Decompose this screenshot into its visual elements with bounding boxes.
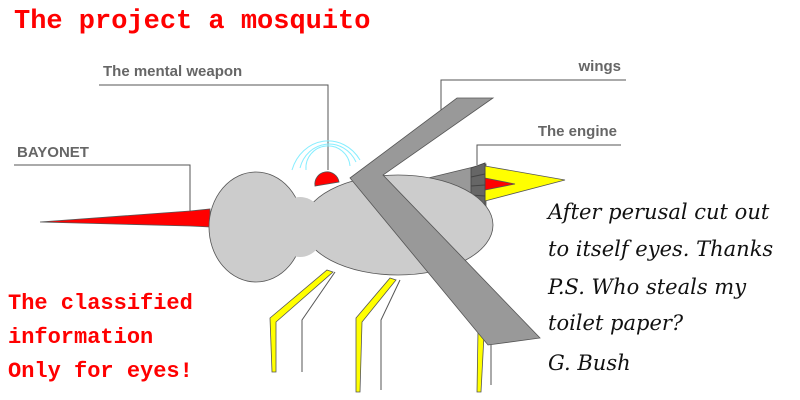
note-line-3: P.S. Who steals my — [547, 275, 747, 299]
label-mental-weapon: The mental weapon — [103, 63, 242, 80]
leg-line — [301, 271, 336, 372]
classified-line-3: Only for eyes! — [8, 359, 193, 384]
diagram-title: The project a mosquito — [14, 7, 370, 37]
leg-line — [380, 279, 401, 390]
leg-yellow — [355, 277, 397, 393]
classified-line-2: information — [8, 325, 153, 350]
label-engine: The engine — [538, 123, 617, 140]
classified-line-1: The classified — [8, 291, 193, 316]
wings-leader — [440, 79, 626, 113]
note-line-1: After perusal cut out — [546, 200, 770, 224]
mental-weapon — [314, 171, 340, 187]
note-line-2: to itself eyes. Thanks — [548, 237, 773, 261]
legs — [269, 269, 492, 393]
bayonet-leader — [14, 164, 191, 215]
mental-weapon-leader — [99, 84, 329, 170]
label-bayonet: BAYONET — [17, 144, 89, 161]
wings — [349, 97, 541, 346]
note-signature: G. Bush — [548, 351, 631, 375]
bayonet — [39, 208, 211, 228]
engine-leader — [476, 144, 621, 165]
label-wings: wings — [577, 58, 621, 75]
neck — [275, 197, 325, 257]
note-line-4: toilet paper? — [548, 311, 684, 335]
waves-icon — [291, 140, 361, 171]
leg-yellow — [269, 269, 334, 373]
